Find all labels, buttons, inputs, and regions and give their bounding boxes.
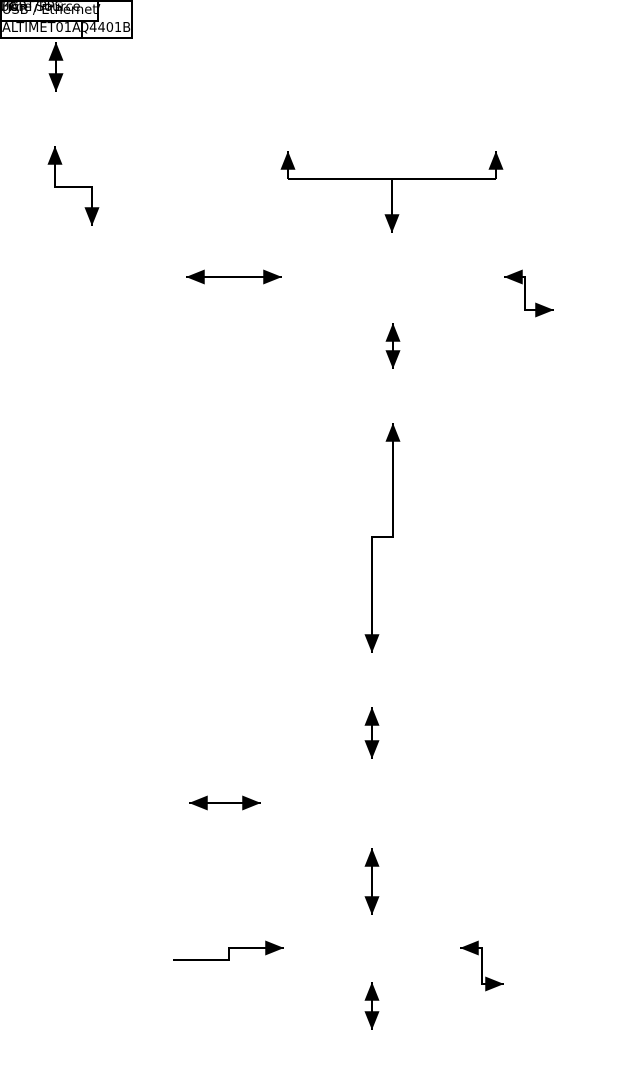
i2c-label: I²C [0,0,19,15]
uart-pps-label: UART/PPS [0,0,63,15]
i2c-label: I²C [0,0,19,15]
connector-uniserial1-uniserial2 [364,423,401,653]
i2c-label: I²C [0,0,19,15]
time-source-label: Time Source [0,0,81,15]
box-usb-ethernet: USB / Ethernet [0,0,100,22]
i2c-label: I²C [0,0,19,15]
i2c-label: I²C [0,0,19,15]
connector-wind-pic [47,146,100,226]
i2c-label: I²C [0,0,19,15]
connector-armpc-sdcard [460,940,504,992]
connector-gps-armpc [173,940,284,961]
connector-hub1-lts [504,269,554,318]
i2c-label: I²C [0,0,19,15]
i2c-label: I²C [0,0,19,15]
